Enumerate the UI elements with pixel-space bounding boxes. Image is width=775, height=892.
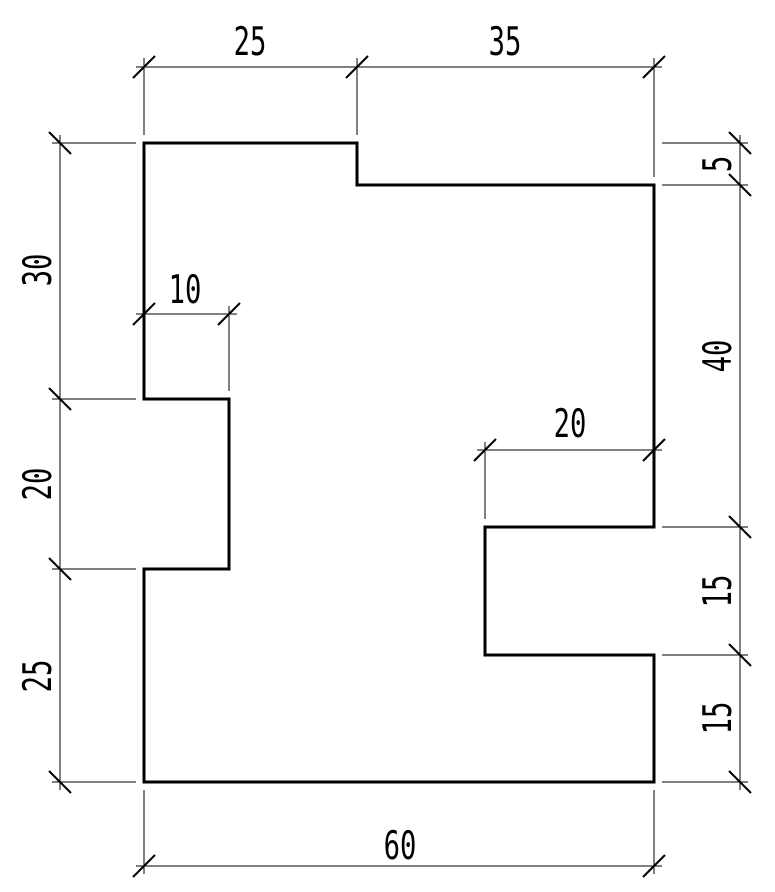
extension-lines bbox=[52, 58, 748, 874]
dim-right-notch-height: 15 bbox=[695, 575, 740, 608]
dimension-lines bbox=[59, 66, 741, 867]
dim-left-lower-height: 25 bbox=[15, 660, 60, 693]
dim-left-upper-height: 30 bbox=[15, 254, 60, 287]
dim-right-upper-height: 40 bbox=[695, 340, 740, 373]
dim-right-step-height: 5 bbox=[695, 156, 740, 172]
dimension-ticks bbox=[48, 55, 752, 878]
dim-right-lower-height: 15 bbox=[695, 702, 740, 735]
dim-total-width: 60 bbox=[384, 823, 417, 868]
dim-top-right-width: 35 bbox=[489, 19, 522, 64]
dim-right-notch-depth: 20 bbox=[554, 401, 587, 446]
part-outline bbox=[142, 141, 656, 784]
dim-left-notch-height: 20 bbox=[15, 468, 60, 501]
dim-top-left-width: 25 bbox=[234, 19, 267, 64]
dimension-labels: 25 35 30 20 25 10 5 40 20 15 15 60 bbox=[15, 19, 740, 868]
dim-left-notch-depth: 10 bbox=[169, 267, 202, 312]
